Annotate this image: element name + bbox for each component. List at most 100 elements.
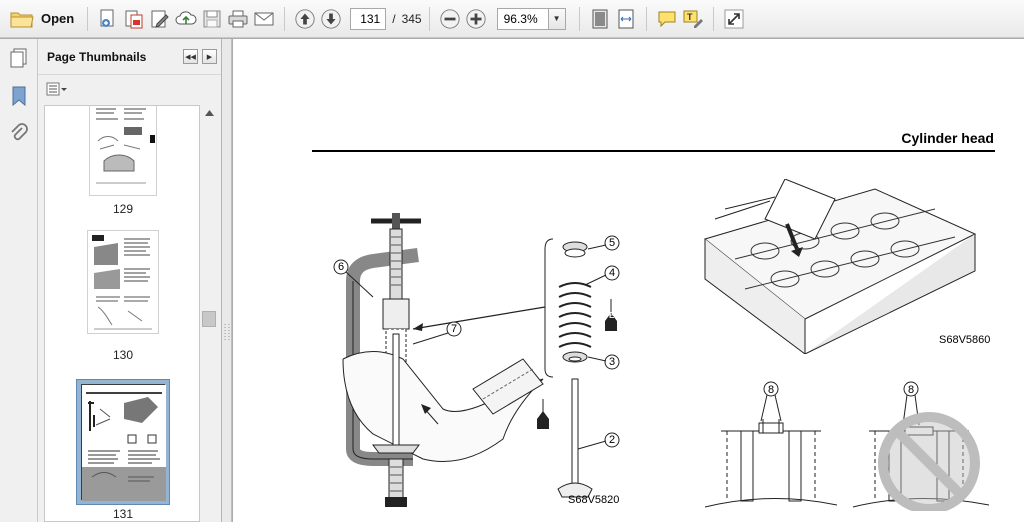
callout-8-incorrect: 8: [908, 384, 915, 396]
open-label: Open: [41, 11, 75, 26]
arrow-up-icon: [295, 8, 315, 29]
page-heading: Cylinder head: [901, 130, 994, 146]
scroll-thumb[interactable]: [202, 311, 216, 327]
callout-4: 4: [609, 267, 616, 279]
previous-page-button[interactable]: [292, 5, 318, 33]
document-view[interactable]: Cylinder head: [233, 39, 1024, 522]
bookmarks-tab[interactable]: [0, 77, 38, 115]
navigation-pane: [0, 39, 38, 522]
arrow-down-icon: [321, 8, 341, 29]
envelope-icon: [254, 12, 274, 25]
next-page-button[interactable]: [318, 5, 344, 33]
full-screen-button[interactable]: [721, 5, 747, 33]
cloud-upload-icon: [175, 10, 197, 24]
page-separator: /: [392, 11, 396, 26]
thumbnail-page-131-selected[interactable]: [76, 379, 170, 505]
thumbnail-options-button[interactable]: [38, 75, 221, 103]
disk-icon: [203, 10, 221, 27]
create-pdf-icon: [100, 9, 114, 27]
fit-width-icon: [618, 9, 634, 28]
figure-id-right-top: S68V5860: [939, 334, 991, 346]
heading-rule: [312, 150, 995, 152]
separator: [428, 6, 430, 31]
grip-icon: [224, 324, 230, 340]
attachments-tab[interactable]: [0, 115, 38, 153]
valve-seal-incorrect-illustration: [852, 381, 990, 511]
save-button[interactable]: [199, 5, 225, 33]
figure-id-left: S68V5820: [568, 494, 620, 506]
thumbnails-panel: Page Thumbnails ◀◀ ▶ 129: [38, 39, 222, 522]
callout-6: 6: [338, 261, 345, 273]
separator: [578, 6, 580, 31]
chevron-right-icon: ▶: [206, 53, 213, 61]
valve-seal-correct-illustration: [704, 381, 838, 508]
separator: [712, 6, 714, 31]
upload-button[interactable]: [173, 5, 199, 33]
fit-page-icon: [592, 9, 608, 28]
toolbar: Open 131 / 345 96.3% ▼: [0, 0, 1024, 38]
total-pages: 345: [401, 11, 422, 26]
plus-icon: [465, 8, 486, 29]
minus-icon: [439, 8, 460, 29]
thumbnail-preview: [82, 385, 166, 501]
panel-title: Page Thumbnails: [47, 49, 147, 64]
scroll-up-button[interactable]: [201, 105, 217, 121]
double-chevron-left-icon: ◀◀: [185, 53, 196, 61]
page-thumbnails-tab[interactable]: [0, 39, 38, 77]
thumbnail-page-130[interactable]: [87, 230, 159, 334]
highlight-button[interactable]: T: [680, 5, 706, 33]
expand-panel-button[interactable]: ▶: [202, 49, 217, 64]
options-list-icon: [46, 82, 67, 96]
chevron-up-icon: [204, 110, 214, 116]
bookmark-icon: [12, 86, 26, 107]
zoom-input[interactable]: 96.3%: [496, 7, 549, 30]
fit-page-button[interactable]: [587, 5, 613, 33]
pages-icon: [10, 48, 27, 68]
thumbnail-preview: [92, 235, 152, 330]
thumbnail-list[interactable]: 129 130: [44, 105, 200, 522]
panel-header: Page Thumbnails ◀◀ ▶: [38, 39, 221, 75]
callout-5: 5: [609, 237, 616, 249]
thumbnail-scrollbar[interactable]: [201, 105, 217, 522]
speech-bubble-icon: [658, 11, 676, 27]
paperclip-icon: [11, 123, 28, 141]
page-number-input[interactable]: 131: [350, 7, 387, 30]
callout-2: 2: [609, 434, 616, 446]
separator: [284, 6, 286, 31]
highlighter-icon: T: [683, 10, 703, 28]
combine-files-button[interactable]: [121, 5, 147, 33]
svg-text:T: T: [687, 12, 693, 22]
thumbnail-label: 129: [112, 202, 134, 216]
zoom-in-button[interactable]: [463, 5, 489, 33]
edit-document-button[interactable]: [147, 5, 173, 33]
separator: [645, 6, 647, 31]
cylinder-head-illustration: [703, 179, 977, 354]
callout-7: 7: [451, 323, 458, 335]
create-pdf-button[interactable]: [95, 5, 121, 33]
valve-spring-compressor-illustration: [333, 213, 620, 507]
print-button[interactable]: [225, 5, 251, 33]
thumbnail-label: 130: [112, 348, 134, 362]
thumbnail-preview: [96, 108, 155, 184]
chevron-down-icon: ▼: [552, 14, 561, 23]
email-button[interactable]: [251, 5, 277, 33]
callout-8-correct: 8: [768, 384, 775, 396]
pencil-page-icon: [151, 10, 169, 28]
oil-marker: E: [609, 311, 615, 320]
collapse-panel-button[interactable]: ◀◀: [183, 49, 198, 64]
zoom-out-button[interactable]: [437, 5, 463, 33]
callout-3: 3: [609, 356, 616, 368]
thumbnail-label: 131: [112, 507, 134, 521]
fit-width-button[interactable]: [613, 5, 639, 33]
separator: [87, 6, 89, 31]
document-page: Cylinder head: [233, 39, 1024, 522]
printer-icon: [228, 10, 248, 27]
open-button[interactable]: Open: [6, 5, 80, 33]
expand-icon: [724, 9, 744, 28]
thumbnail-page-129[interactable]: [89, 106, 157, 196]
folder-icon: [10, 12, 34, 27]
zoom-dropdown-button[interactable]: ▼: [548, 7, 566, 30]
comment-button[interactable]: [654, 5, 680, 33]
pdf-document-icon: [125, 10, 143, 28]
panel-splitter[interactable]: [222, 39, 232, 522]
